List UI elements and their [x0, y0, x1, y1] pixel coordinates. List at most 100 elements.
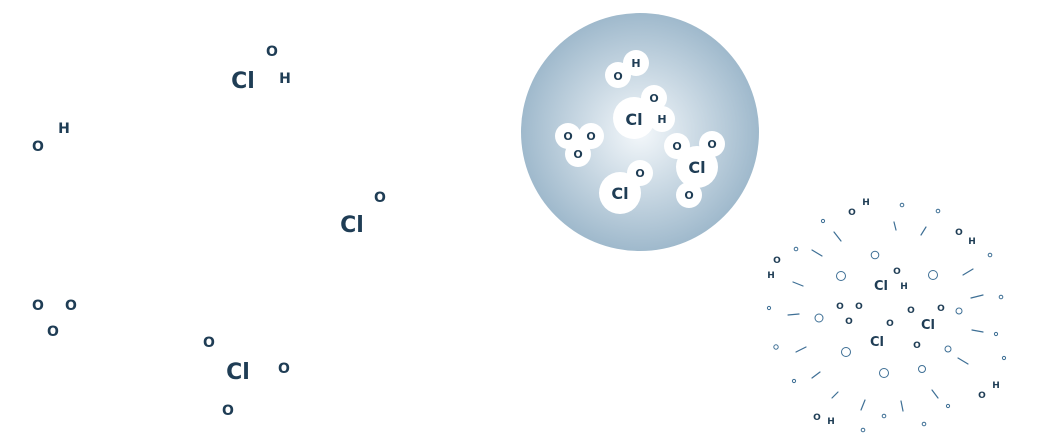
- burst-ring: [860, 427, 866, 433]
- atom-label: H: [767, 271, 775, 281]
- atom-label: O: [222, 403, 234, 419]
- atom-label: O: [586, 130, 595, 143]
- atom-label: Cl: [874, 279, 888, 294]
- burst-ring: [899, 202, 905, 208]
- encapsulation-sphere: O H Cl O H O O O O O Cl O: [521, 13, 759, 251]
- atom-label: Cl: [870, 335, 884, 350]
- burst-ring: [841, 347, 851, 357]
- atom-bubble: [623, 50, 649, 76]
- burst-ring: [921, 421, 927, 427]
- burst-labels: O H O H O H Cl O H O O O O O Cl Cl O O O…: [767, 198, 1000, 427]
- atom-bubble: [599, 172, 641, 214]
- burst-dashes: [787, 221, 984, 412]
- atom-label: H: [968, 237, 976, 247]
- burst-ring: [955, 307, 963, 315]
- atom-label: Cl: [611, 184, 628, 203]
- atom-label: H: [827, 417, 835, 427]
- atom-label: Cl: [340, 213, 364, 238]
- burst-dash: [787, 313, 800, 316]
- sphere-hydroxyl: O H: [605, 50, 649, 88]
- atom-label: O: [978, 391, 986, 401]
- burst-ring: [870, 250, 880, 260]
- atom-bubble: [676, 146, 718, 188]
- atom-label: O: [266, 44, 278, 60]
- atom-label: O: [937, 304, 945, 314]
- atom-bubble: [676, 182, 702, 208]
- burst-ring: [820, 218, 826, 224]
- burst-dash: [860, 399, 866, 411]
- burst-dash: [900, 400, 904, 412]
- burst-rings: [766, 202, 1007, 433]
- burst-dash: [962, 268, 974, 276]
- atom-label: O: [635, 167, 644, 180]
- burst-dash: [833, 231, 842, 242]
- dispersal-burst: O H O H O H Cl O H O O O O O Cl Cl O O O…: [766, 198, 1007, 433]
- scattered-chlorine-dioxide: Cl O O O: [203, 335, 290, 419]
- sphere-chlorine-dioxide: O O Cl O: [664, 131, 725, 208]
- atom-label: O: [203, 335, 215, 351]
- sphere-chlorine-monoxide: Cl O: [599, 160, 653, 214]
- atom-label: O: [32, 298, 44, 314]
- burst-ring: [987, 252, 993, 258]
- atom-label: O: [773, 256, 781, 266]
- sphere-ozone: O O O: [555, 123, 604, 167]
- burst-dash: [811, 371, 821, 379]
- atom-label: O: [374, 190, 386, 206]
- burst-dash: [831, 391, 839, 399]
- atom-label: H: [631, 57, 640, 70]
- atom-label: O: [855, 302, 863, 312]
- atom-bubble: [649, 106, 675, 132]
- scattered-ozone: O O O: [32, 298, 77, 340]
- atom-label: O: [913, 341, 921, 351]
- burst-ring: [993, 331, 999, 337]
- atom-label: Cl: [688, 158, 705, 177]
- atom-label: H: [900, 282, 908, 292]
- atom-bubble: [627, 160, 653, 186]
- burst-dash: [893, 221, 897, 231]
- burst-ring: [814, 313, 824, 323]
- atom-label: Cl: [625, 110, 642, 129]
- scattered-hypochlorous-acid: Cl O H: [231, 44, 291, 94]
- burst-dash: [970, 294, 984, 299]
- burst-ring: [773, 344, 779, 350]
- burst-ring: [945, 403, 951, 409]
- atom-label: O: [32, 139, 44, 155]
- burst-ring: [836, 271, 846, 281]
- burst-dash: [811, 249, 823, 257]
- scattered-chlorine-monoxide: Cl O: [340, 190, 386, 238]
- atom-label: H: [992, 381, 1000, 391]
- atom-label: O: [672, 140, 681, 153]
- atom-label: O: [707, 138, 716, 151]
- atom-label: O: [893, 267, 901, 277]
- atom-label: O: [845, 317, 853, 327]
- atom-label: O: [955, 228, 963, 238]
- atom-label: O: [649, 92, 658, 105]
- atom-label: O: [47, 324, 59, 340]
- burst-dash: [957, 357, 969, 365]
- scattered-hydroxyl: O H: [32, 121, 70, 155]
- atom-label: O: [65, 298, 77, 314]
- atom-label: O: [813, 413, 821, 423]
- burst-dash: [795, 346, 807, 353]
- atom-bubble: [565, 141, 591, 167]
- burst-ring: [793, 246, 799, 252]
- sphere-hypochlorous-acid: Cl O H: [613, 85, 675, 139]
- burst-ring: [879, 368, 889, 378]
- burst-dash: [931, 389, 939, 399]
- atom-label: H: [58, 121, 70, 137]
- scattered-molecules: Cl O H O H Cl O O O O Cl O O O: [32, 44, 386, 419]
- atom-label: O: [836, 302, 844, 312]
- atom-bubble: [641, 85, 667, 111]
- burst-ring: [928, 270, 938, 280]
- burst-ring: [766, 305, 772, 311]
- burst-ring: [881, 413, 887, 419]
- atom-label: O: [613, 70, 622, 83]
- burst-dash: [971, 329, 984, 333]
- burst-dash: [920, 226, 927, 236]
- atom-label: O: [907, 306, 915, 316]
- atom-label: H: [279, 71, 291, 87]
- burst-ring: [918, 365, 926, 373]
- burst-dash: [792, 281, 804, 287]
- atom-bubble: [578, 123, 604, 149]
